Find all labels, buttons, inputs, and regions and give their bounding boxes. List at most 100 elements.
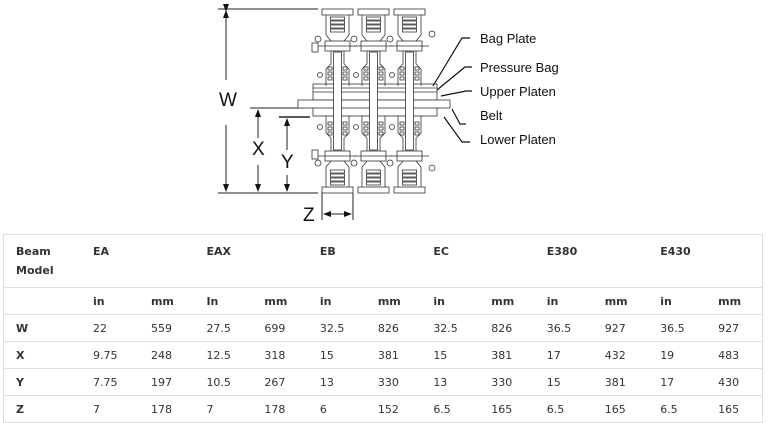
value-cell: 36.5 xyxy=(534,314,593,342)
value-cell: 13 xyxy=(307,368,366,396)
corner-label-beam: Beam xyxy=(16,245,51,258)
row-label: Z xyxy=(3,395,81,423)
value-cell: 699 xyxy=(252,314,308,342)
press-diagram: W X Y Z Bag Plate Pressure Bag Upper Pla… xyxy=(218,4,559,226)
unit-cell: mm xyxy=(252,287,308,315)
table-row-w: W 22 559 27.5 699 32.5 826 32.5 826 36.5… xyxy=(3,314,763,342)
unit-cell: in xyxy=(81,287,139,315)
table-row-z: Z 7 178 7 178 6 152 6.5 165 6.5 165 6.5 … xyxy=(3,395,763,423)
table-row-y: Y 7.75 197 10.5 267 13 330 13 330 15 381… xyxy=(3,368,763,396)
dimension-w xyxy=(218,4,318,194)
unit-cell: in xyxy=(421,287,480,315)
value-cell: 6.5 xyxy=(421,395,480,423)
row-label: W xyxy=(3,314,81,342)
dimension-x xyxy=(250,107,305,192)
table-row-x: X 9.75 248 12.5 318 15 381 15 381 17 432… xyxy=(3,341,763,369)
model-header-eb: EB xyxy=(307,234,422,288)
value-cell: 10.5 xyxy=(194,368,253,396)
value-cell: 826 xyxy=(479,314,535,342)
units-row-label xyxy=(3,287,81,315)
units-row: in mm In mm in mm in mm in mm in mm xyxy=(3,287,763,315)
value-cell: 36.5 xyxy=(648,314,707,342)
value-cell: 152 xyxy=(365,395,422,423)
value-cell: 27.5 xyxy=(194,314,253,342)
value-cell: 32.5 xyxy=(421,314,480,342)
model-header-e380: E380 xyxy=(534,234,649,288)
dimension-label-w: W xyxy=(219,90,237,111)
table-header-row: Beam Model EA EAX EB EC E380 E430 xyxy=(3,234,763,288)
unit-cell: mm xyxy=(138,287,195,315)
value-cell: 430 xyxy=(706,368,763,396)
leader-belt xyxy=(451,108,466,125)
unit-cell: mm xyxy=(592,287,649,315)
value-cell: 7 xyxy=(194,395,253,423)
leader-upper-platen xyxy=(440,90,472,97)
dimension-y xyxy=(279,116,310,192)
value-cell: 6.5 xyxy=(648,395,707,423)
unit-cell: mm xyxy=(706,287,763,315)
value-cell: 19 xyxy=(648,341,707,369)
value-cell: 22 xyxy=(81,314,139,342)
value-cell: 7.75 xyxy=(81,368,139,396)
leader-bag-plate xyxy=(432,37,470,87)
value-cell: 6 xyxy=(307,395,366,423)
press-machine xyxy=(297,8,451,194)
value-cell: 330 xyxy=(365,368,422,396)
callout-upper-platen: Upper Platen xyxy=(480,84,556,99)
dimension-label-y: Y xyxy=(281,152,294,173)
callout-belt: Belt xyxy=(480,108,503,123)
dimension-label-x: X xyxy=(252,139,265,160)
corner-label-model: Model xyxy=(16,264,54,277)
callout-bag-plate: Bag Plate xyxy=(480,31,537,46)
unit-cell: In xyxy=(194,287,253,315)
model-header-ea: EA xyxy=(81,234,195,288)
beam-model-spec-table: Beam Model EA EAX EB EC E380 E430 in mm … xyxy=(3,234,763,423)
dimension-z xyxy=(321,193,354,220)
value-cell: 826 xyxy=(365,314,422,342)
value-cell: 165 xyxy=(706,395,763,423)
value-cell: 13 xyxy=(421,368,480,396)
value-cell: 330 xyxy=(479,368,535,396)
value-cell: 381 xyxy=(479,341,535,369)
beam-module xyxy=(314,8,357,194)
value-cell: 178 xyxy=(138,395,195,423)
unit-cell: mm xyxy=(479,287,535,315)
leader-lower-platen xyxy=(443,116,470,143)
corner-header: Beam Model xyxy=(3,234,81,288)
unit-cell: mm xyxy=(365,287,422,315)
value-cell: 15 xyxy=(307,341,366,369)
value-cell: 32.5 xyxy=(307,314,366,342)
press-diagram-drawing xyxy=(218,4,472,220)
value-cell: 381 xyxy=(365,341,422,369)
value-cell: 267 xyxy=(252,368,308,396)
model-header-eax: EAX xyxy=(194,234,308,288)
value-cell: 12.5 xyxy=(194,341,253,369)
unit-cell: in xyxy=(307,287,366,315)
value-cell: 7 xyxy=(81,395,139,423)
value-cell: 15 xyxy=(534,368,593,396)
value-cell: 432 xyxy=(592,341,649,369)
value-cell: 483 xyxy=(706,341,763,369)
row-label: Y xyxy=(3,368,81,396)
value-cell: 178 xyxy=(252,395,308,423)
value-cell: 15 xyxy=(421,341,480,369)
row-label: X xyxy=(3,341,81,369)
unit-cell: in xyxy=(534,287,593,315)
value-cell: 17 xyxy=(648,368,707,396)
beam-module xyxy=(350,8,393,194)
value-cell: 9.75 xyxy=(81,341,139,369)
value-cell: 381 xyxy=(592,368,649,396)
value-cell: 248 xyxy=(138,341,195,369)
callout-pressure-bag: Pressure Bag xyxy=(480,60,559,75)
value-cell: 17 xyxy=(534,341,593,369)
value-cell: 927 xyxy=(706,314,763,342)
callout-leaders xyxy=(432,37,472,143)
model-header-e430: E430 xyxy=(648,234,763,288)
value-cell: 318 xyxy=(252,341,308,369)
leader-pressure-bag xyxy=(436,66,472,91)
value-cell: 927 xyxy=(592,314,649,342)
value-cell: 197 xyxy=(138,368,195,396)
callout-lower-platen: Lower Platen xyxy=(480,132,556,147)
beam-module xyxy=(386,8,429,194)
unit-cell: in xyxy=(648,287,707,315)
